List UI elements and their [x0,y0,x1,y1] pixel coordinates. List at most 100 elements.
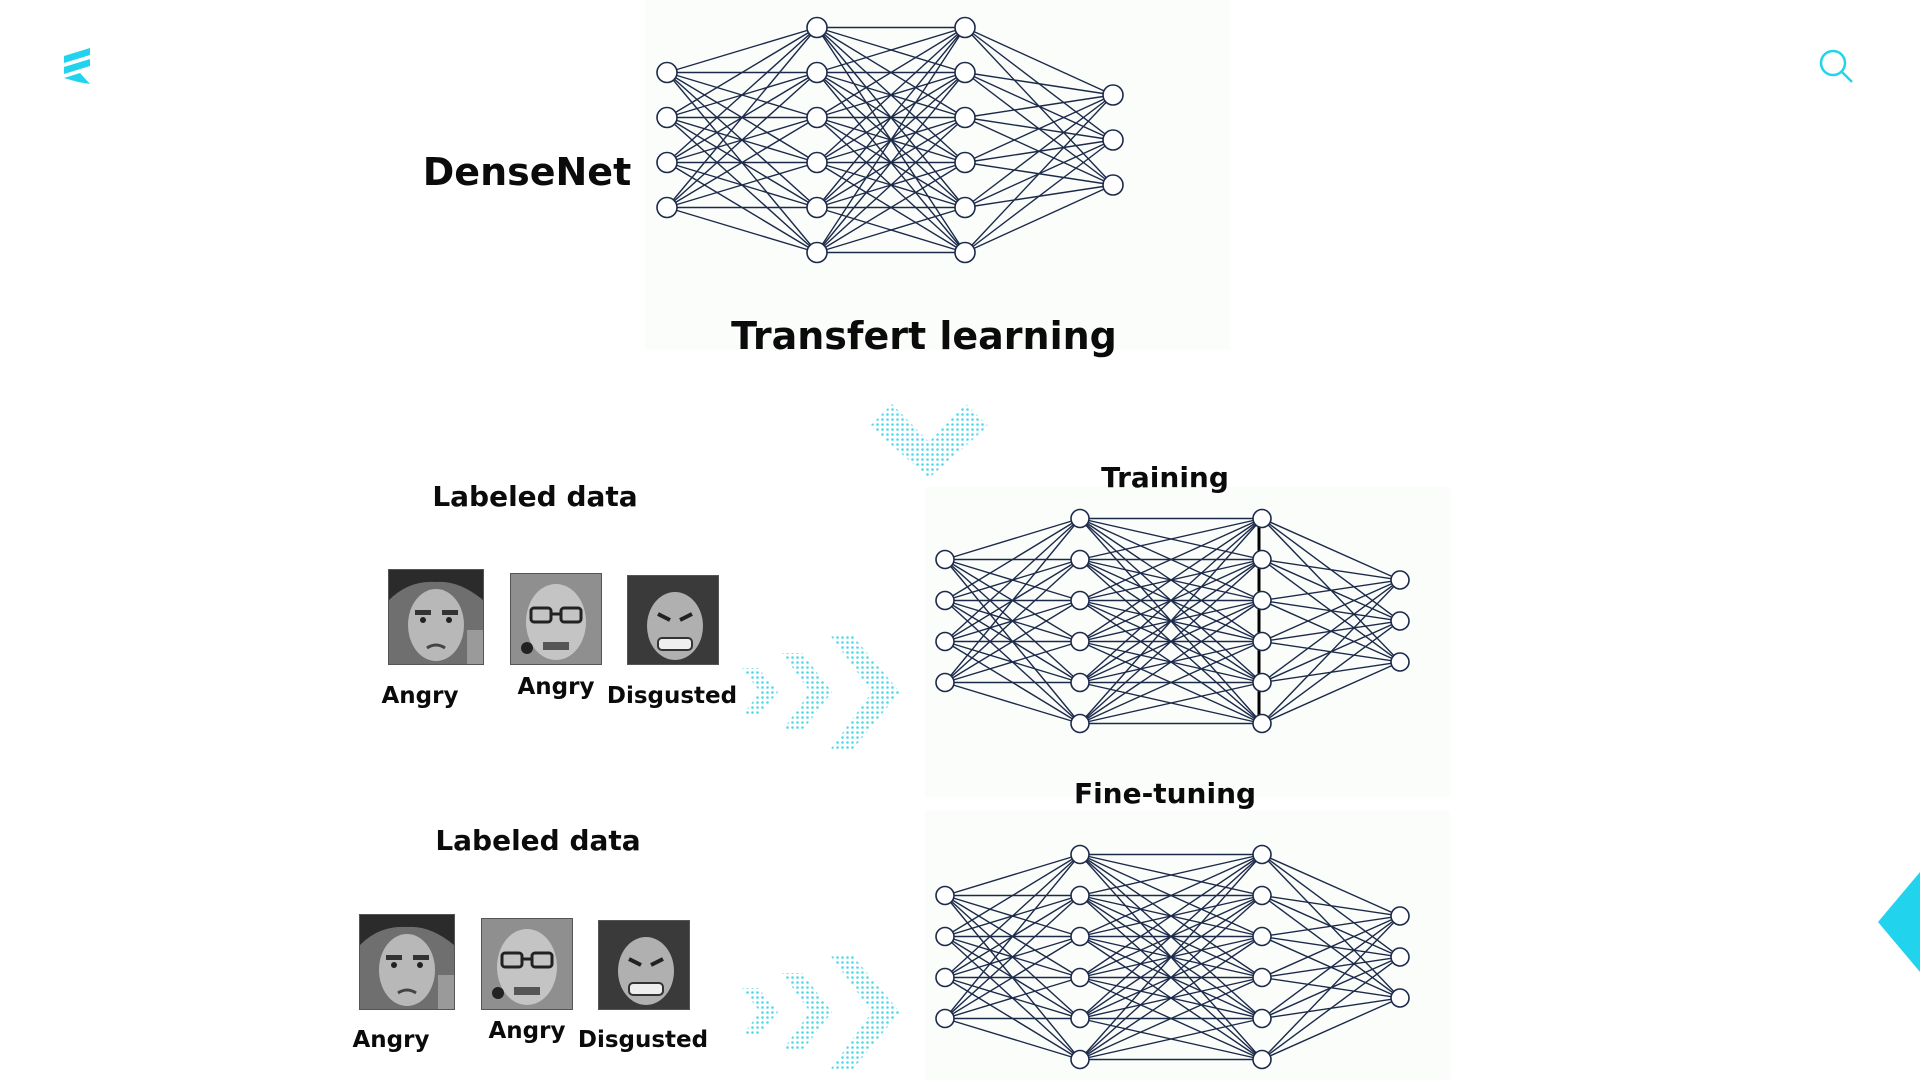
finetuning-title: Fine-tuning [1073,777,1257,810]
network-node [1070,844,1090,865]
network-edge [1261,661,1401,725]
network-edge [964,71,1114,96]
network-edge [944,517,1081,602]
network-node [806,61,828,84]
right-chevrons-icon [742,635,900,750]
network-node [1070,672,1090,693]
training-sample-label-2: Angry [517,674,595,700]
network-edge [1261,894,1401,917]
network-node [656,106,678,129]
network-edge [816,27,966,253]
young-man-face [359,914,455,1010]
network-edge [1261,579,1401,684]
network-edge [1079,853,1263,979]
network-node [1390,570,1410,590]
right-chevrons-icon [742,955,900,1070]
network-edge [1261,620,1401,725]
network-node [1252,713,1272,734]
network-edge [816,26,966,164]
network-edge [666,116,818,209]
network-edge [944,1017,1081,1061]
network-node [954,106,976,129]
network-node [1102,174,1124,196]
network-node [656,196,678,219]
old-man-glasses-face [481,918,573,1010]
search-icon[interactable] [1818,48,1854,84]
network-node [935,967,955,988]
network-node [935,631,955,652]
network-edge [666,26,818,164]
network-edge [964,139,1114,254]
network-edge [1079,558,1263,725]
network-edge [1079,517,1263,561]
network-edge [816,116,966,254]
network-node [1070,1049,1090,1070]
network-edge [1079,854,1263,1060]
woman-grimace-face [627,575,719,665]
network-edge [944,853,1081,938]
network-graph [656,16,1124,264]
network-edge [1079,853,1263,1020]
network-edge [1261,579,1401,602]
training-sample-label-3: Disgusted [606,683,738,709]
network-node [806,241,828,264]
network-edge [944,599,1081,684]
network-node [1102,129,1124,151]
network-edge [1261,956,1401,1061]
finetuning-network [925,838,1450,1076]
logo-icon[interactable] [62,46,94,86]
network-edge [1079,853,1263,897]
network-node [935,672,955,693]
network-node [954,16,976,39]
network-edge [944,976,1081,1020]
network-edge [944,935,1081,1020]
network-node [1252,549,1272,570]
network-edge [816,72,966,253]
finetuning-data-title: Labeled data [435,824,641,857]
network-edge [1261,517,1401,581]
network-node [954,196,976,219]
network-node [806,16,828,39]
network-node [1070,713,1090,734]
network-node [1390,947,1410,967]
network-edge [964,94,1114,119]
network-node [935,590,955,611]
network-edge [944,854,1081,1019]
finetuning-sample-label-1: Angry [352,1027,430,1053]
network-edge [1079,681,1263,725]
network-edge [1079,894,1263,1061]
network-node [1252,1049,1272,1070]
training-title: Training [1101,461,1229,494]
network-node [1252,672,1272,693]
network-node [1070,926,1090,947]
network-node [1070,631,1090,652]
densenet-network [645,0,1230,300]
training-sample-label-1: Angry [381,683,459,709]
network-node [1070,549,1090,570]
network-node [1070,885,1090,906]
network-edge [1079,853,1263,938]
network-node [1252,631,1272,652]
network-edge [1079,935,1263,1061]
network-edge [1261,579,1401,724]
network-node [935,885,955,906]
network-edge [1079,1017,1263,1061]
network-edge [816,161,966,254]
network-node [1252,508,1272,529]
network-edge [944,518,1081,683]
network-node [656,61,678,84]
network-node [1252,1008,1272,1029]
network-edge [964,94,1114,253]
network-edge [666,206,818,254]
network-edge [944,681,1081,725]
network-node [656,151,678,174]
network-edge [1079,599,1263,725]
transfer-learning-caption: Transfert learning [731,314,1117,358]
network-edge [666,26,818,119]
network-edge [944,853,1081,979]
finetuning-sample-label-3: Disgusted [577,1027,709,1053]
old-man-glasses-face [510,573,602,665]
network-graph [935,844,1410,1070]
network-node [1390,611,1410,631]
network-node [1102,84,1124,106]
